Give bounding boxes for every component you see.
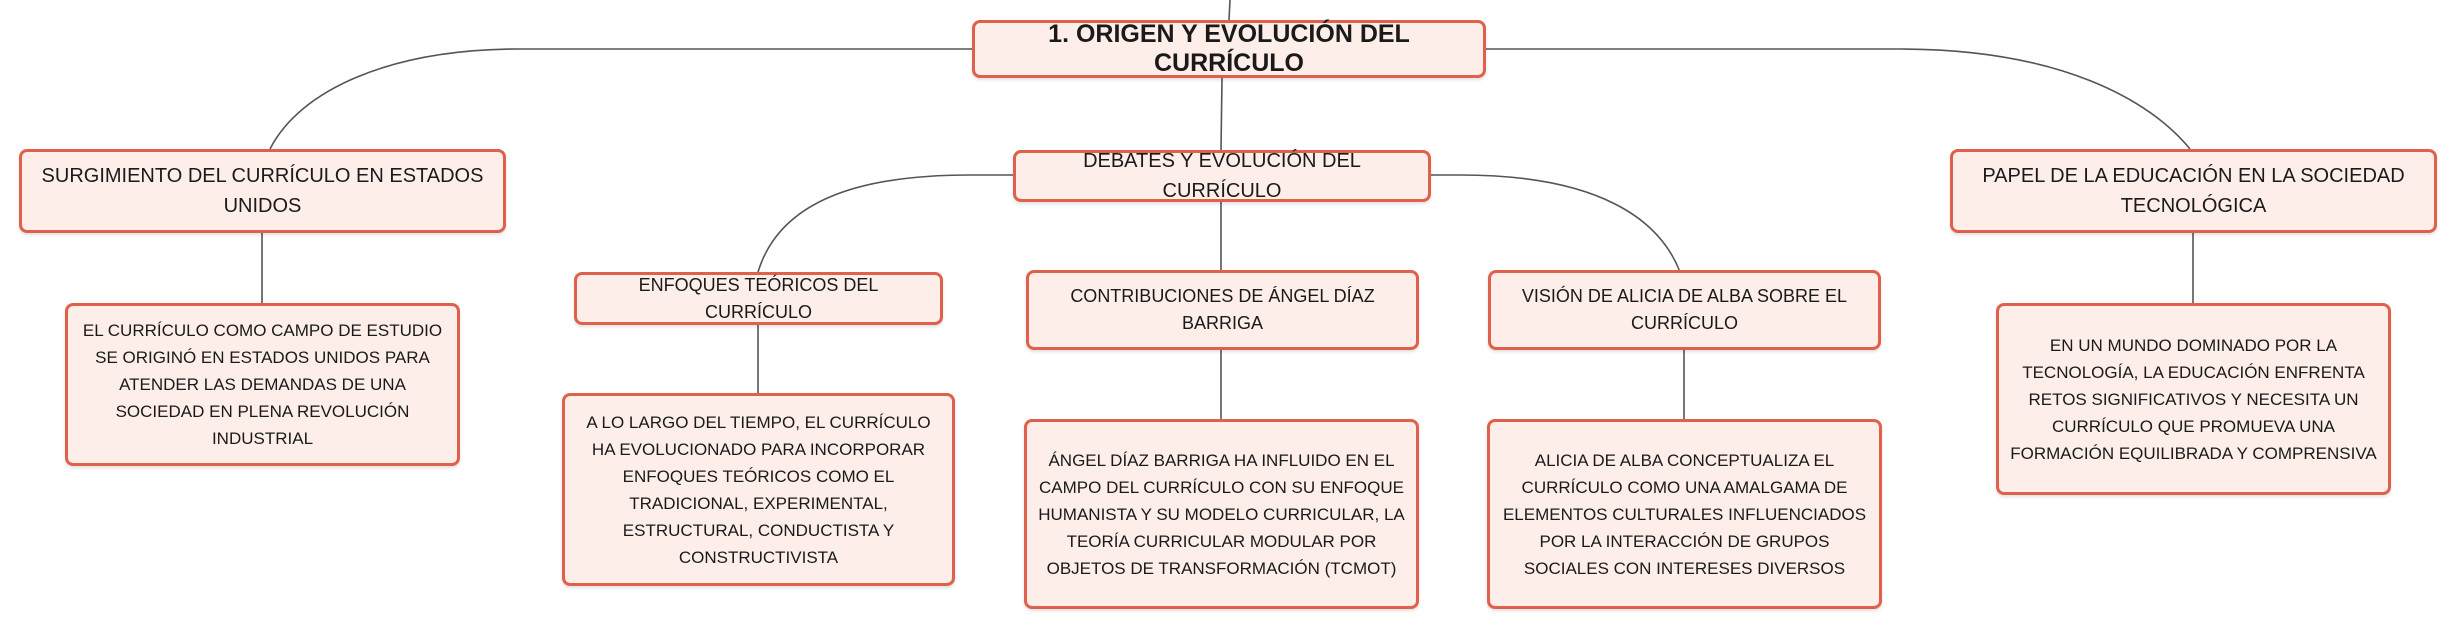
topic-debates-label: DEBATES Y EVOLUCIÓN DEL CURRÍCULO — [1083, 150, 1361, 202]
subtopic-diaz-barriga[interactable]: CONTRIBUCIONES DE ÁNGEL DÍAZ BARRIGA — [1026, 270, 1419, 350]
detail-diaz-barriga-text: ÁNGEL DÍAZ BARRIGA HA INFLUIDO EN EL CAM… — [1038, 450, 1405, 578]
detail-surgimiento[interactable]: EL CURRÍCULO COMO CAMPO DE ESTUDIO SE OR… — [65, 303, 460, 466]
detail-diaz-barriga[interactable]: ÁNGEL DÍAZ BARRIGA HA INFLUIDO EN EL CAM… — [1024, 419, 1419, 609]
root-topic[interactable]: 1. ORIGEN Y EVOLUCIÓN DEL CURRÍCULO — [972, 20, 1486, 78]
detail-enfoques[interactable]: A LO LARGO DEL TIEMPO, EL CURRÍCULO HA E… — [562, 393, 955, 586]
connector-root-top — [1228, 0, 1231, 21]
topic-surgimiento-label: SURGIMIENTO DEL CURRÍCULO EN ESTADOS UNI… — [41, 165, 484, 217]
topic-debates[interactable]: DEBATES Y EVOLUCIÓN DEL CURRÍCULO — [1013, 150, 1431, 202]
connector-root-debates — [1220, 77, 1223, 151]
connector-debates-alicia — [1431, 174, 1681, 273]
subtopic-enfoques-label: ENFOQUES TEÓRICOS DEL CURRÍCULO — [638, 274, 879, 322]
root-topic-label: 1. ORIGEN Y EVOLUCIÓN DEL CURRÍCULO — [1048, 20, 1410, 77]
detail-papel-text: EN UN MUNDO DOMINADO POR LA TECNOLOGÍA, … — [2010, 335, 2377, 463]
topic-papel-label: PAPEL DE LA EDUCACIÓN EN LA SOCIEDAD TEC… — [1982, 165, 2405, 217]
subtopic-enfoques[interactable]: ENFOQUES TEÓRICOS DEL CURRÍCULO — [574, 272, 943, 325]
detail-alicia-de-alba-text: ALICIA DE ALBA CONCEPTUALIZA EL CURRÍCUL… — [1502, 450, 1867, 578]
detail-enfoques-text: A LO LARGO DEL TIEMPO, EL CURRÍCULO HA E… — [586, 412, 931, 567]
topic-surgimiento[interactable]: SURGIMIENTO DEL CURRÍCULO EN ESTADOS UNI… — [19, 149, 506, 233]
topic-papel[interactable]: PAPEL DE LA EDUCACIÓN EN LA SOCIEDAD TEC… — [1950, 149, 2437, 233]
connector-debates-enfoques — [757, 174, 1013, 273]
subtopic-alicia-de-alba[interactable]: VISIÓN DE ALICIA DE ALBA SOBRE EL CURRÍC… — [1488, 270, 1881, 350]
detail-papel[interactable]: EN UN MUNDO DOMINADO POR LA TECNOLOGÍA, … — [1996, 303, 2391, 495]
detail-surgimiento-text: EL CURRÍCULO COMO CAMPO DE ESTUDIO SE OR… — [82, 321, 443, 448]
subtopic-alicia-de-alba-label: VISIÓN DE ALICIA DE ALBA SOBRE EL CURRÍC… — [1521, 286, 1848, 333]
connector-root-surgimiento — [269, 48, 972, 150]
detail-alicia-de-alba[interactable]: ALICIA DE ALBA CONCEPTUALIZA EL CURRÍCUL… — [1487, 419, 1882, 609]
subtopic-diaz-barriga-label: CONTRIBUCIONES DE ÁNGEL DÍAZ BARRIGA — [1070, 286, 1375, 333]
connector-root-papel — [1486, 48, 2191, 150]
